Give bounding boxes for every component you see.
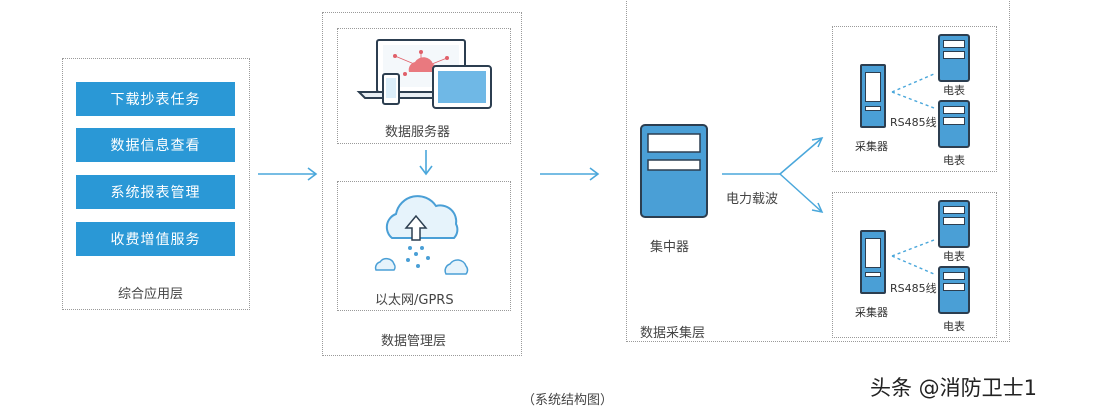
figure-caption: （系统结构图） xyxy=(522,393,614,408)
server-box xyxy=(337,28,511,144)
carrier-label: 电力载波 xyxy=(726,192,779,207)
meter-label: 电表 xyxy=(943,320,965,333)
application-layer-title: 综合应用层 xyxy=(118,287,184,302)
arrow-right-icon xyxy=(258,167,318,181)
meter-icon xyxy=(938,200,970,248)
rs485-label: RS485线 xyxy=(890,282,937,295)
concentrator-icon xyxy=(640,124,708,218)
billing-service-button[interactable]: 收费增值服务 xyxy=(76,222,235,256)
network-label: 以太网/GPRS xyxy=(375,293,454,308)
network-box xyxy=(337,181,511,311)
meter-icon xyxy=(938,266,970,314)
arrow-down-icon xyxy=(419,150,433,176)
concentrator-label: 集中器 xyxy=(650,240,690,255)
collection-layer-title: 数据采集层 xyxy=(640,326,706,341)
collector-group-1 xyxy=(832,26,997,172)
server-label: 数据服务器 xyxy=(385,125,451,140)
application-layer-box xyxy=(62,58,250,310)
management-layer-box xyxy=(322,12,522,356)
rs485-label: RS485线 xyxy=(890,116,937,129)
management-layer-title: 数据管理层 xyxy=(381,334,447,349)
collector-label: 采集器 xyxy=(855,306,888,319)
collector-icon xyxy=(860,64,886,128)
rs485-lines xyxy=(891,73,935,109)
meter-icon xyxy=(938,34,970,82)
collector-group-2 xyxy=(832,192,997,338)
meter-label: 电表 xyxy=(943,250,965,263)
arrow-right-icon xyxy=(540,167,600,181)
report-management-button[interactable]: 系统报表管理 xyxy=(76,175,235,209)
collector-icon xyxy=(860,230,886,294)
watermark: 头条 @消防卫士1 xyxy=(870,376,1038,400)
collection-layer-box xyxy=(626,0,1010,342)
meter-label: 电表 xyxy=(943,154,965,167)
download-task-button[interactable]: 下载抄表任务 xyxy=(76,82,235,116)
meter-label: 电表 xyxy=(943,84,965,97)
rs485-lines xyxy=(891,239,935,275)
cloud-upload-icon xyxy=(374,195,469,275)
data-view-button[interactable]: 数据信息查看 xyxy=(76,128,235,162)
collector-label: 采集器 xyxy=(855,140,888,153)
meter-icon xyxy=(938,100,970,148)
devices-icon xyxy=(356,39,492,109)
carrier-lines xyxy=(722,136,824,214)
